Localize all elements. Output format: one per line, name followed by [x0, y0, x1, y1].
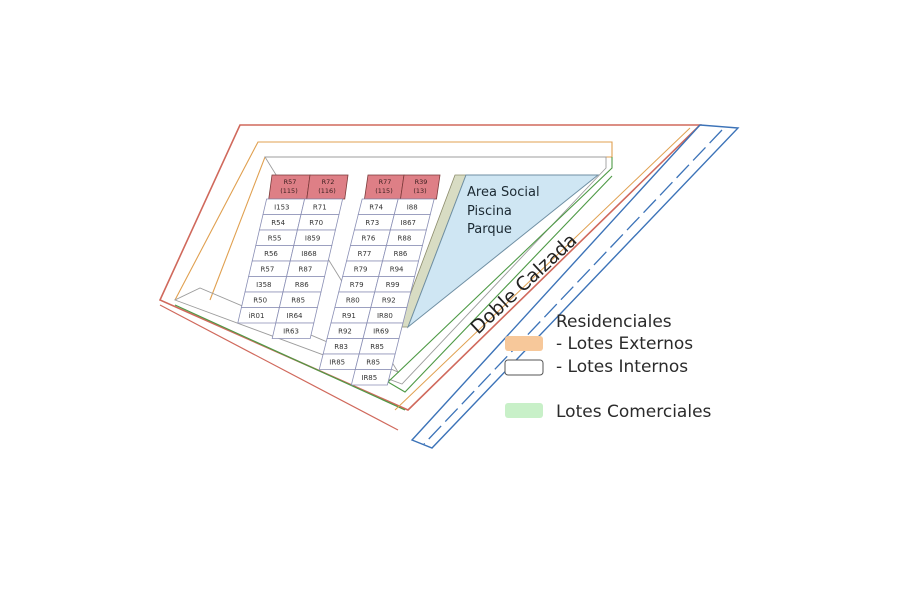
header-lot-code: R39: [415, 178, 428, 186]
carriageway-outer: [410, 124, 740, 449]
interior-lot-code: I868: [301, 250, 316, 258]
area-social-label-1: Area Social: [467, 185, 540, 200]
area-social: Area Social Piscina Parque: [397, 174, 600, 329]
area-social-label-2: Piscina: [467, 204, 512, 219]
interior-lot-code: R85: [370, 343, 384, 351]
interior-lot-code: R99: [386, 281, 400, 289]
interior-lot-code: R56: [264, 250, 278, 258]
area-social-label-3: Parque: [467, 222, 512, 237]
header-lot-sub: (13): [413, 187, 426, 195]
interior-lot-code: I867: [401, 219, 416, 227]
interior-lot-code: IR85: [361, 374, 377, 382]
south-edge-red: [159, 304, 399, 431]
interior-lot-code: R86: [394, 250, 408, 258]
interior-lot-code: IR63: [283, 327, 299, 335]
header-lot: [400, 174, 441, 200]
legend-swatch-lotes-internos: [504, 359, 544, 376]
header-lot-code: R57: [284, 178, 297, 186]
interior-lot-code: I358: [256, 281, 271, 289]
legend: Residenciales - Lotes Externos - Lotes I…: [504, 312, 712, 422]
interior-lot-code: R55: [268, 234, 282, 242]
interior-lot-code: IR69: [373, 327, 389, 335]
west-edge-green: [174, 304, 406, 411]
interior-lot-code: R79: [350, 281, 364, 289]
interior-lot-code: R54: [271, 219, 285, 227]
carriageway-west-edge: [394, 127, 691, 411]
interior-lot-code: R94: [390, 265, 404, 273]
header-lot-sub: (115): [375, 187, 392, 195]
interior-lot-code: R85: [291, 296, 305, 304]
perimeter-road-inner-edge: [174, 141, 613, 301]
interior-lot-code: R85: [366, 358, 380, 366]
interior-lot-code: R73: [365, 219, 379, 227]
interior-lot: [350, 369, 392, 386]
interior-lot-code: IR80: [377, 312, 393, 320]
interior-lot-code: R92: [338, 327, 352, 335]
interior-lot-code: R50: [253, 296, 267, 304]
legend-label-lotes-externos: - Lotes Externos: [556, 334, 693, 354]
legend-swatch-lotes-comerciales: [505, 403, 543, 418]
interior-lot-code: I88: [407, 203, 418, 211]
interior-lot-code: I153: [274, 203, 289, 211]
interior-lot-code: iR01: [249, 312, 265, 320]
interior-lot-code: I859: [305, 234, 320, 242]
interior-lot-code: R76: [362, 234, 376, 242]
header-lot: [306, 174, 349, 200]
carriageway-median: [423, 129, 723, 445]
interior-lot-code: R77: [358, 250, 372, 258]
interior-lot-code: R57: [261, 265, 275, 273]
interior-lot-code: R83: [334, 343, 348, 351]
interior-lot-code: IR85: [329, 358, 345, 366]
legend-swatch-lotes-externos: [505, 336, 543, 351]
interior-lot-code: R92: [382, 296, 396, 304]
interior-lot-code: R91: [342, 312, 356, 320]
interior-lot-code: R87: [299, 265, 313, 273]
legend-label-lotes-internos: - Lotes Internos: [556, 357, 688, 377]
legend-label-lotes-comerciales: Lotes Comerciales: [556, 402, 712, 422]
interior-lot-code: R70: [309, 219, 323, 227]
header-lot-sub: (116): [318, 187, 335, 195]
interior-lot-code: R79: [354, 265, 368, 273]
header-lot-sub: (115): [280, 187, 297, 195]
header-lot-code: R77: [379, 178, 392, 186]
interior-lot-code: R88: [398, 234, 412, 242]
interior-lot-code: R74: [369, 203, 383, 211]
area-social-zone: [406, 174, 600, 329]
interior-lot-code: IR64: [287, 312, 303, 320]
interior-lot-code: R86: [295, 281, 309, 289]
interior-lot-code: R71: [313, 203, 327, 211]
legend-title: Residenciales: [556, 312, 672, 332]
interior-lot-code: R80: [346, 296, 360, 304]
header-lot-code: R72: [322, 178, 335, 186]
interior-lot: [271, 322, 315, 339]
